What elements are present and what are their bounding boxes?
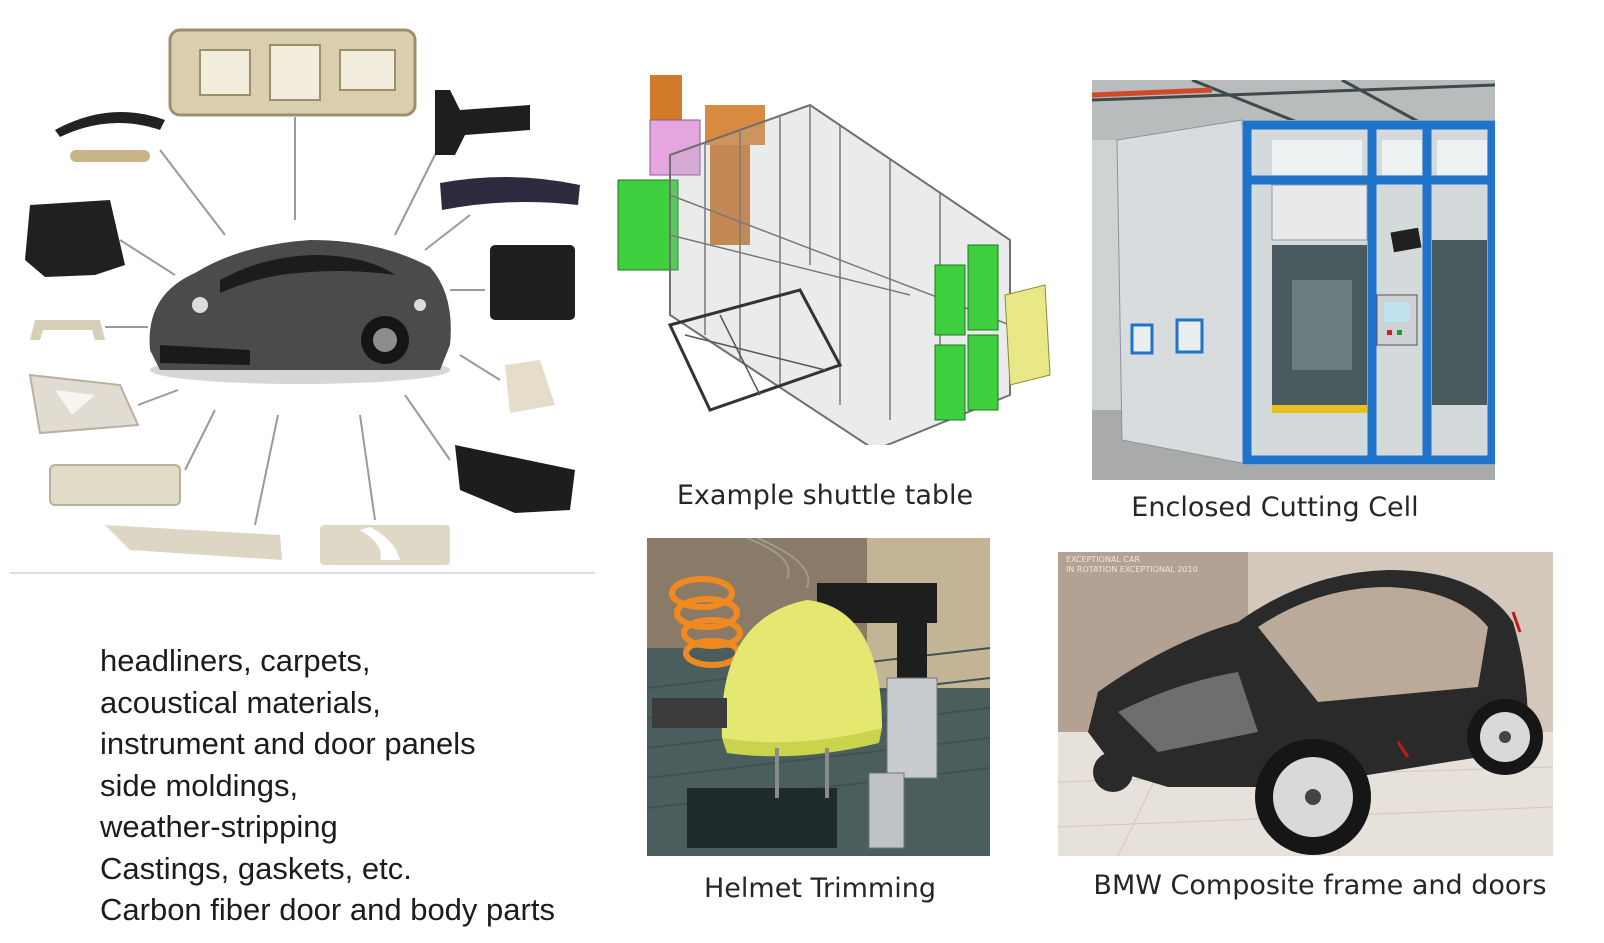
application-item: Carbon fiber door and body parts <box>100 892 555 927</box>
application-item: Castings, gaskets, etc. <box>100 850 412 886</box>
bmw-frame-photo: EXCEPTIONAL CAR IN ROTATION EXCEPTIONAL … <box>1058 552 1553 856</box>
application-item: weather-stripping <box>100 809 338 844</box>
watermark-line-2: IN ROTATION EXCEPTIONAL 2010 <box>1066 565 1198 574</box>
application-item: headliners, carpets, <box>100 643 371 678</box>
caption-helmet-trimming: Helmet Trimming <box>704 873 936 904</box>
application-item: side moldings, <box>100 767 299 803</box>
supercar-image <box>149 240 451 384</box>
cutting-cell-scene <box>1092 80 1495 480</box>
caption-cutting-cell: Enclosed Cutting Cell <box>1131 492 1419 523</box>
helmet-trimming-scene <box>647 538 990 849</box>
auto-parts-illustration <box>10 28 595 574</box>
helmet-trimming-photo <box>647 538 990 856</box>
application-item: instrument and door panels <box>100 726 476 761</box>
bmw-frame-scene <box>1058 552 1553 856</box>
shuttle-table-render <box>617 75 1051 445</box>
auto-parts-collage <box>10 5 595 580</box>
caption-bmw: BMW Composite frame and doors <box>1093 870 1547 901</box>
cutting-cell-photo <box>1092 80 1495 480</box>
caption-shuttle-table: Example shuttle table <box>676 480 974 511</box>
shuttle-table-image <box>610 65 1070 445</box>
dashboard-frame-part <box>168 28 417 117</box>
photo-watermark: EXCEPTIONAL CAR IN ROTATION EXCEPTIONAL … <box>1066 555 1198 575</box>
application-item: acoustical materials, <box>100 684 381 720</box>
watermark-line-1: EXCEPTIONAL CAR <box>1066 555 1141 564</box>
applications-list: headliners, carpets, acoustical material… <box>100 640 555 931</box>
